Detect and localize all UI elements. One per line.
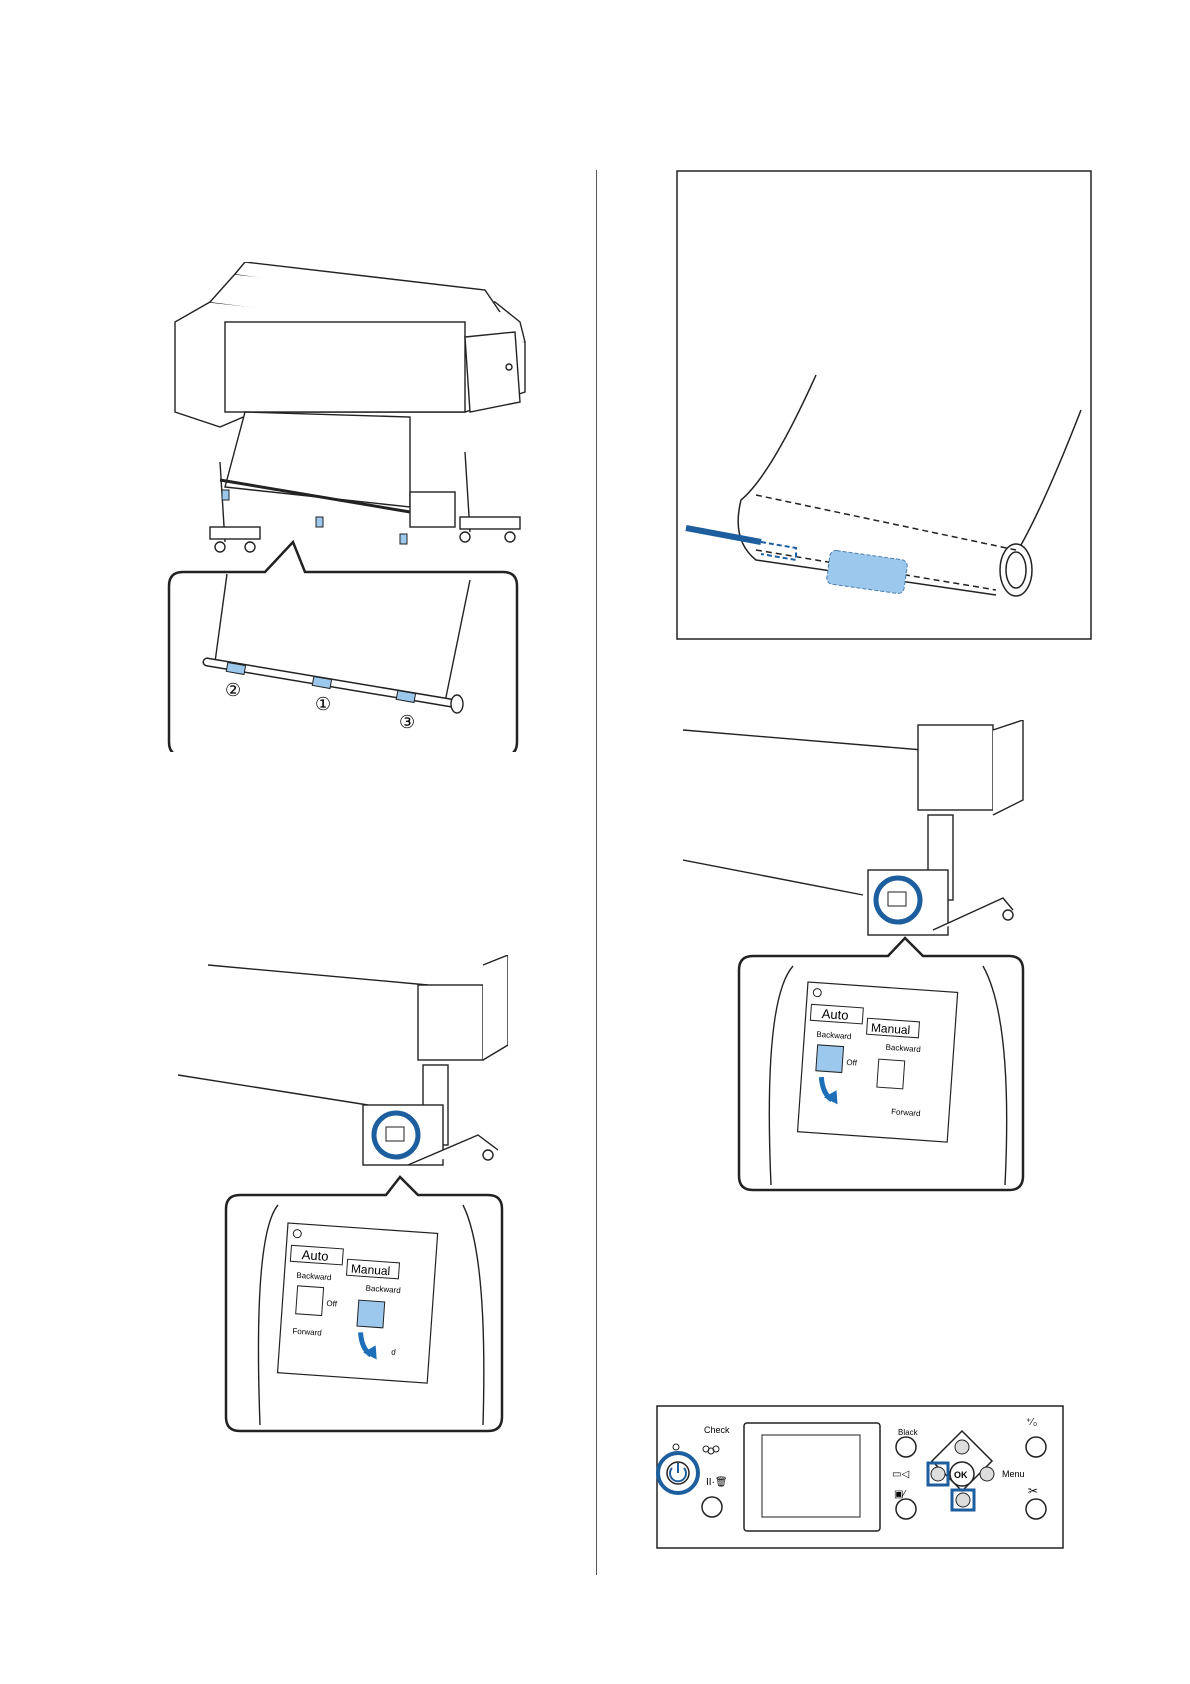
paper-type-icon: ⁺⁄₀ — [1026, 1417, 1037, 1428]
takeup-switch-manual-backward-figure: Auto Manual Backward Backward Off Forwar… — [178, 955, 508, 1445]
callout-number-2: ② — [225, 680, 241, 700]
pause-cancel-icon: II·🗑 — [706, 1476, 728, 1488]
ink-switch-button[interactable] — [896, 1437, 916, 1457]
off-label: Off — [846, 1058, 858, 1068]
menu-label: Menu — [1002, 1469, 1025, 1479]
auto-switch-lever — [816, 1045, 844, 1073]
column-divider — [596, 170, 597, 1575]
down-button[interactable] — [956, 1493, 970, 1507]
manual-label: Manual — [870, 1021, 910, 1038]
auto-label: Auto — [301, 1247, 329, 1264]
cut-button[interactable] — [1026, 1499, 1046, 1519]
control-panel-figure: Check II·🗑 Black ▭◁ ▣⁄ OK Menu ⁺⁄₀ ✂ — [656, 1405, 1064, 1549]
right-button[interactable] — [980, 1467, 994, 1481]
black-label: Black — [898, 1428, 919, 1437]
tape-marker — [400, 534, 407, 544]
printer-with-takeup-figure: ② ① ③ — [165, 262, 565, 752]
check-label: Check — [704, 1425, 730, 1435]
roll-core-tape-figure — [676, 170, 1092, 640]
auto-label: Auto — [821, 1006, 849, 1023]
ok-label: OK — [954, 1470, 968, 1480]
callout-number-1: ① — [315, 694, 331, 714]
pause-button[interactable] — [702, 1497, 722, 1517]
paper-source-icon: ▭◁ — [892, 1469, 909, 1480]
tape-marker — [222, 490, 229, 500]
paper-settings-button[interactable] — [1026, 1437, 1046, 1457]
manual-switch-lever — [357, 1300, 385, 1328]
callout-number-3: ③ — [399, 712, 415, 732]
lcd-screen — [762, 1435, 860, 1517]
tape-marker — [316, 517, 323, 527]
maintenance-button[interactable] — [896, 1499, 916, 1519]
manual-label: Manual — [350, 1262, 390, 1279]
off-label: Off — [326, 1299, 338, 1309]
cut-icon: ✂ — [1028, 1484, 1038, 1498]
up-button[interactable] — [955, 1440, 969, 1454]
left-button[interactable] — [931, 1467, 945, 1481]
forward-manual-label: d — [391, 1348, 396, 1357]
takeup-switch-auto-backward-figure: Auto Manual Backward Backward Off Forwar… — [683, 720, 1063, 1195]
